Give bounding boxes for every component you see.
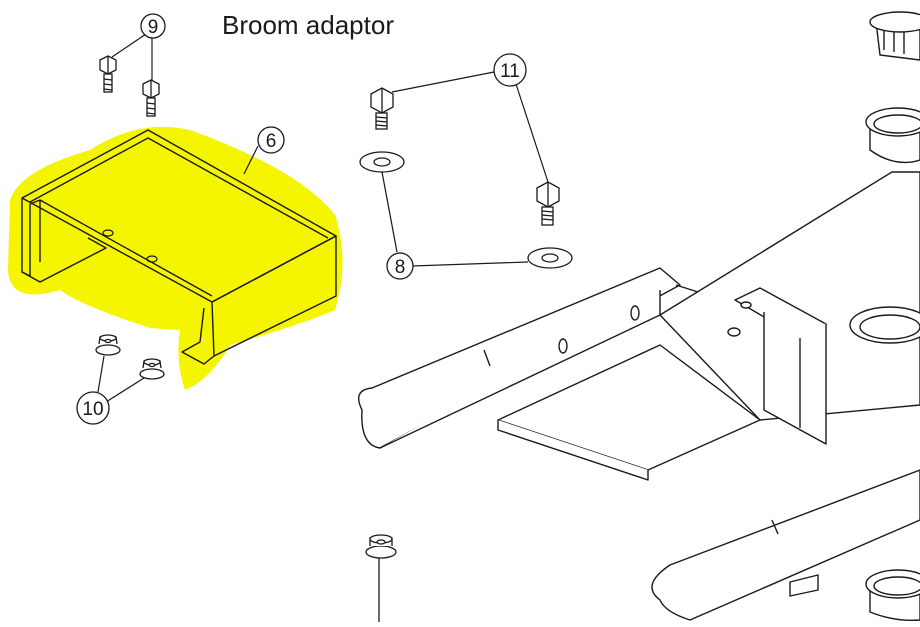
callout-11-label: 11 bbox=[500, 61, 520, 82]
callout-8: 8 bbox=[386, 252, 414, 280]
nut-10-lower bbox=[139, 358, 165, 380]
bushing-upper bbox=[865, 107, 920, 164]
leader-line-6 bbox=[243, 145, 259, 175]
leader-lines-9 bbox=[111, 33, 153, 80]
bolt-11-lower bbox=[536, 181, 560, 226]
bolt-11-upper bbox=[370, 87, 394, 130]
washer-8-lower bbox=[527, 247, 573, 269]
broom-adaptor-bracket bbox=[8, 126, 343, 391]
callout-9-label: 9 bbox=[148, 17, 159, 38]
callout-6-label: 6 bbox=[266, 131, 277, 152]
leader-lines-11 bbox=[391, 71, 549, 183]
callout-6: 6 bbox=[257, 126, 285, 154]
callout-10: 10 bbox=[76, 391, 110, 425]
bushing-lower bbox=[865, 569, 920, 622]
callout-9: 9 bbox=[140, 13, 166, 39]
diagram-title: Broom adaptor bbox=[222, 10, 394, 40]
callout-11: 11 bbox=[493, 53, 527, 87]
main-frame bbox=[358, 171, 920, 621]
bearing-top bbox=[869, 11, 920, 61]
leader-lines-8 bbox=[381, 171, 529, 267]
flange-nut-bottom bbox=[365, 534, 397, 622]
leader-lines-10 bbox=[97, 355, 145, 403]
yellow-highlight bbox=[8, 126, 343, 391]
washer-8-upper bbox=[359, 151, 405, 173]
callout-10-label: 10 bbox=[82, 399, 103, 420]
nut-10-upper bbox=[95, 334, 121, 356]
callout-8-label: 8 bbox=[395, 257, 406, 278]
bolt-9-right bbox=[142, 79, 160, 117]
bolt-9-left bbox=[99, 55, 117, 93]
frame-edge bbox=[675, 284, 699, 293]
